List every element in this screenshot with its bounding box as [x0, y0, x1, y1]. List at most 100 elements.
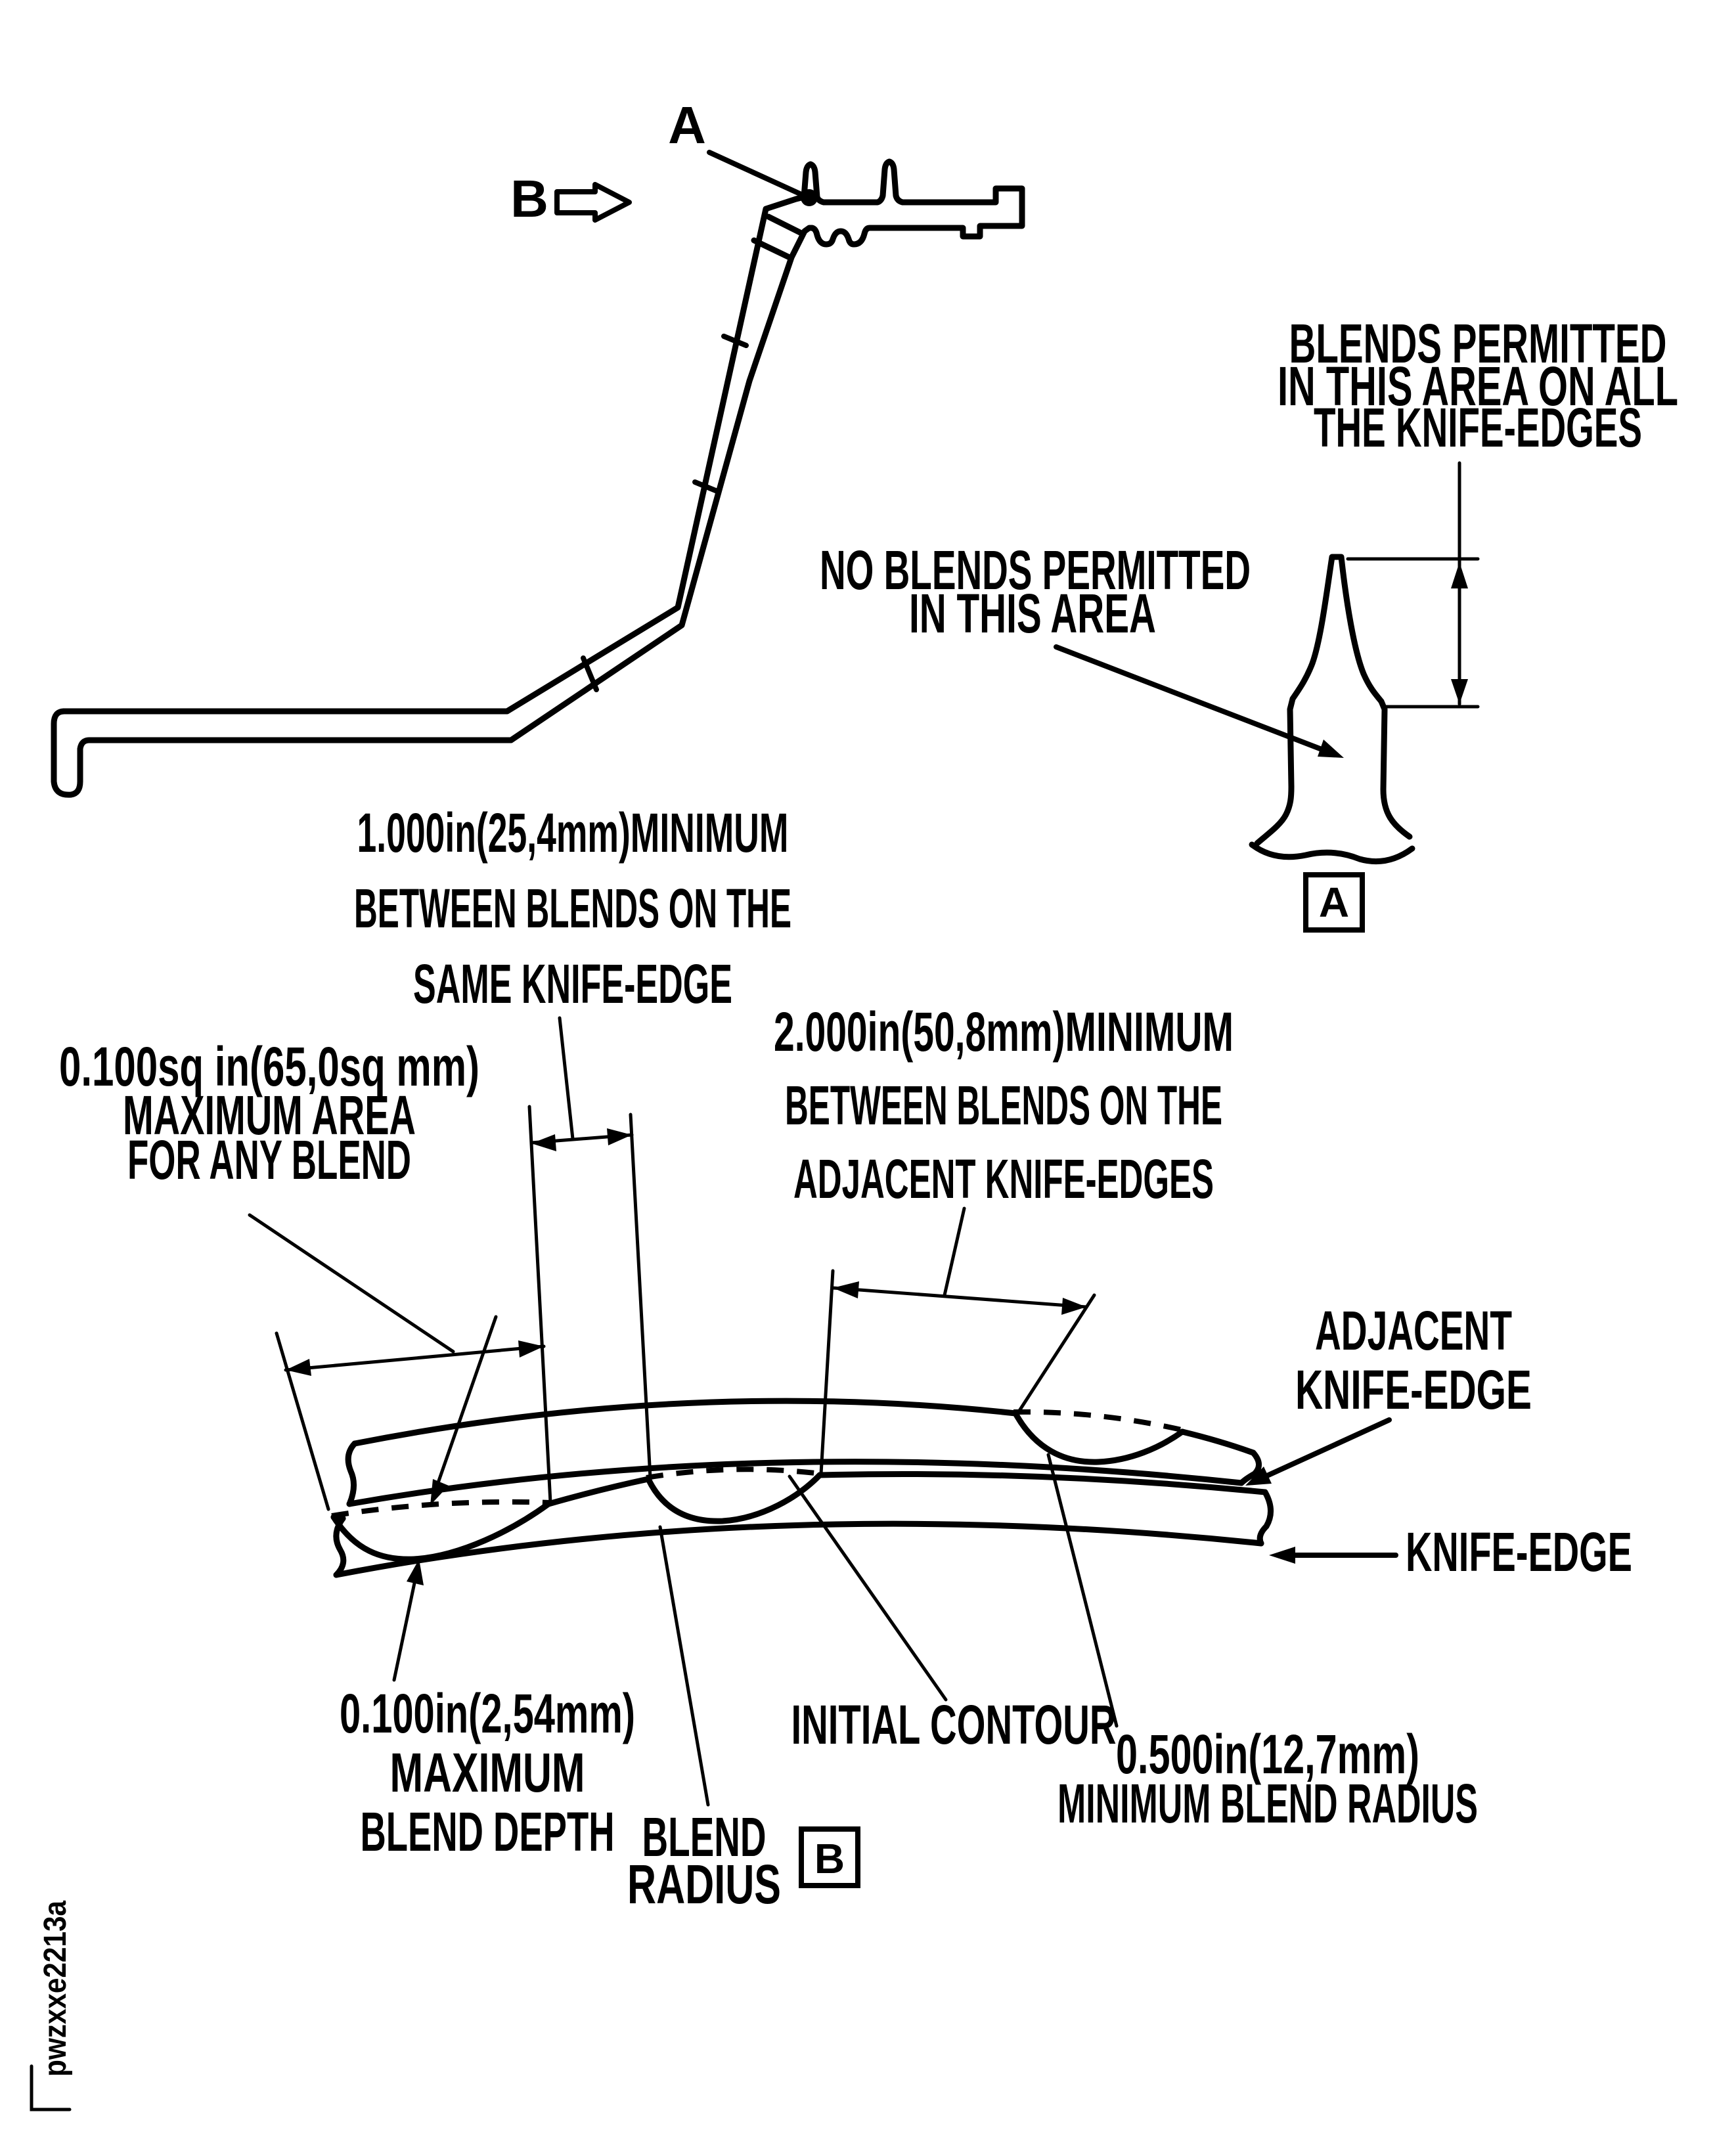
- no-blends-arrowhead-icon: [1318, 740, 1344, 758]
- adjacent-dimension-line: [831, 1286, 1088, 1309]
- min-blend-radius-line2: MINIMUM BLEND RADIUS: [1057, 1773, 1478, 1834]
- adjacent-ke-leader-line: [1257, 1417, 1392, 1482]
- view-b-blend-diagram: B: [248, 1016, 1398, 1888]
- depth-upper-arrow-line: [433, 1315, 498, 1494]
- view-b-direction-arrow-icon: [554, 182, 632, 223]
- label-blend-radius: BLEND RADIUS: [627, 1806, 781, 1915]
- max-depth-line3: BLEND DEPTH: [361, 1801, 615, 1863]
- blends-permitted-line2: IN THIS AREA ON ALL: [1278, 355, 1678, 417]
- knife-edge-top-right-arc: [816, 1470, 1268, 1495]
- knife-edge-line1: KNIFE-EDGE: [1406, 1521, 1632, 1583]
- min-blend-radius-line1: 0.500in(12,7mm): [1116, 1723, 1419, 1785]
- max-area-line2: MAXIMUM AREA: [123, 1084, 416, 1146]
- adjacent-ke-line1: ADJACENT: [1315, 1300, 1512, 1361]
- blends-permitted-line3: THE KNIFE-EDGES: [1314, 397, 1642, 458]
- initial-contour-dash-3: [1013, 1409, 1185, 1433]
- initial-contour-leader-line: [788, 1474, 948, 1702]
- adjacent-edge-right-break: [1238, 1449, 1262, 1486]
- detail-b-box: [799, 1826, 860, 1888]
- label-no-blends: NO BLENDS PERMITTED IN THIS AREA: [820, 539, 1251, 644]
- no-blends-line2: IN THIS AREA: [909, 583, 1156, 644]
- max-area-arrow-right-icon: [518, 1340, 544, 1358]
- strut-break-tick-2: [692, 479, 720, 494]
- label-min-adjacent: 2.000in(50,8mm)MINIMUM BETWEEN BLENDS ON…: [774, 1001, 1234, 1210]
- label-min-same-edge: 1.000in(25,4mm)MINIMUM BETWEEN BLENDS ON…: [354, 802, 791, 1015]
- same-edge-arrow-left-icon: [531, 1134, 556, 1151]
- adjacent-edge-top-left-arc: [351, 1398, 1019, 1447]
- label-knife-edge: KNIFE-EDGE: [1406, 1521, 1632, 1583]
- depth-text-leader-line: [392, 1572, 418, 1682]
- figure-id-bracket: [30, 2064, 72, 2111]
- adjacent-ke-line2: KNIFE-EDGE: [1295, 1359, 1532, 1421]
- strut-break-tick-1: [721, 334, 749, 348]
- view-a-location-dot: [801, 189, 818, 206]
- min-adjacent-line2: BETWEEN BLENDS ON THE: [785, 1074, 1222, 1136]
- max-area-leader-line: [248, 1213, 455, 1354]
- no-blends-line1: NO BLENDS PERMITTED: [820, 539, 1251, 601]
- blends-permitted-line1: BLENDS PERMITTED: [1289, 313, 1667, 374]
- blend-radius-line1: BLEND: [642, 1806, 767, 1868]
- max-depth-line2: MAXIMUM: [390, 1742, 585, 1803]
- seal-profile-outline: [51, 158, 1025, 798]
- min-adjacent-line3: ADJACENT KNIFE-EDGES: [793, 1148, 1214, 1210]
- initial-contour-line1: INITIAL CONTOUR: [791, 1694, 1117, 1756]
- min-blend-radius-leader-line: [1046, 1453, 1119, 1728]
- adjacent-arrow-left-icon: [833, 1281, 859, 1298]
- blend-radius-line2: RADIUS: [627, 1853, 781, 1915]
- adjacent-edge-left-break: [345, 1440, 358, 1507]
- label-min-blend-radius: 0.500in(12,7mm) MINIMUM BLEND RADIUS: [1057, 1723, 1478, 1834]
- adjacent-arrow-right-icon: [1061, 1298, 1086, 1315]
- min-same-line3: SAME KNIFE-EDGE: [413, 953, 732, 1015]
- view-b-label: B: [510, 169, 548, 228]
- view-a-label: A: [668, 96, 706, 154]
- knife-edge-top-mid-arc: [545, 1476, 652, 1507]
- arm-break-tick: [581, 655, 599, 692]
- initial-contour-dash-1: [331, 1499, 551, 1518]
- blend-radius-leader-line: [658, 1525, 710, 1807]
- seal-profile-view: A B: [51, 96, 1025, 798]
- label-adjacent-knife-edge: ADJACENT KNIFE-EDGE: [1295, 1300, 1532, 1421]
- min-adjacent-line1: 2.000in(50,8mm)MINIMUM: [774, 1001, 1234, 1063]
- figure-id-block: pwzxxe2213a: [30, 1901, 73, 2111]
- view-a-leader-line: [707, 150, 804, 197]
- extension-line-scallop2-right: [819, 1269, 835, 1476]
- knife-edge-bottom-arc: [333, 1520, 1264, 1578]
- adjacent-edge-bottom-arc: [346, 1459, 1245, 1507]
- max-area-dimension-line: [284, 1344, 546, 1372]
- adjacent-leader-line: [943, 1206, 966, 1297]
- detail-b-box-label: B: [814, 1835, 845, 1882]
- knife-edge-profile: [1254, 554, 1413, 847]
- depth-arrow-up-icon: [407, 1559, 424, 1585]
- detail-a-knife-edge: A: [1054, 461, 1480, 933]
- knife-edge-left-break: [333, 1515, 347, 1578]
- extension-line-scallop1-left: [275, 1331, 330, 1511]
- extension-line-scallop3-left: [1015, 1293, 1096, 1417]
- max-depth-line1: 0.100in(2,54mm): [340, 1683, 635, 1744]
- adjacent-edge-top-right-arc: [1179, 1428, 1257, 1456]
- detail-a-box-label: A: [1319, 879, 1349, 926]
- extension-line-scallop2-left: [629, 1113, 652, 1480]
- adjacent-edge-blend-scallop: [1012, 1410, 1186, 1465]
- same-edge-leader-line: [558, 1016, 575, 1141]
- figure-id-text: pwzxxe2213a: [38, 1901, 73, 2077]
- label-max-area: 0.100sq in(65,0sq mm) MAXIMUM AREA FOR A…: [59, 1036, 479, 1191]
- dimension-arrow-down-icon: [1451, 679, 1468, 704]
- max-area-arrow-left-icon: [286, 1359, 311, 1376]
- label-max-depth: 0.100in(2,54mm) MAXIMUM BLEND DEPTH: [340, 1683, 635, 1863]
- label-blends-permitted: BLENDS PERMITTED IN THIS AREA ON ALL THE…: [1278, 313, 1678, 458]
- initial-contour-dash-2: [646, 1467, 822, 1480]
- knife-edge-right-break: [1257, 1489, 1274, 1547]
- max-area-line1: 0.100sq in(65,0sq mm): [59, 1036, 479, 1097]
- neck-slot-line-lower: [751, 237, 793, 261]
- knife-edge-base-break-line: [1249, 841, 1415, 865]
- min-same-line1: 1.000in(25,4mm)MINIMUM: [357, 802, 789, 864]
- same-edge-arrow-right-icon: [607, 1128, 632, 1145]
- knife-edge-arrowhead-icon: [1269, 1547, 1295, 1564]
- label-initial-contour: INITIAL CONTOUR: [791, 1694, 1117, 1756]
- knife-edge-scallop-2: [645, 1472, 823, 1524]
- max-area-line3: FOR ANY BLEND: [127, 1129, 411, 1191]
- depth-arrow-down-icon: [430, 1479, 449, 1505]
- no-blends-leader-line: [1054, 644, 1329, 754]
